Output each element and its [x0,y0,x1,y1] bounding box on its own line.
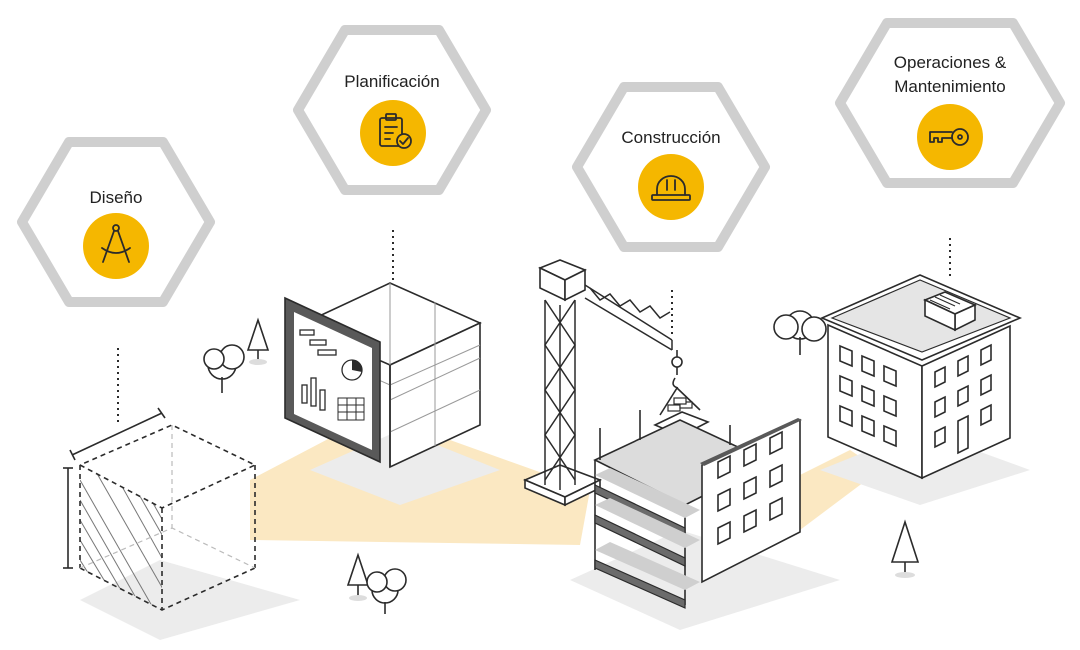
hexagon-badge-planning: Planificación [293,25,491,195]
compass-icon [101,224,131,263]
trees [203,310,920,614]
icon-circle [638,154,704,220]
hexagon-badge-design: Diseño [17,137,215,307]
round-tree [773,310,827,355]
operations-building [819,238,1023,480]
pine-tree [246,317,270,365]
stage-label-operations: Operaciones & [894,53,1007,72]
hexagon-badge-construction: Construcción [572,82,770,252]
key-icon [929,128,969,146]
stage-label-construction: Construcción [621,128,720,147]
pine-tree [890,519,920,578]
hard-hat-icon [651,175,691,201]
clipboard-check-icon [379,113,412,149]
round-tree [366,568,407,614]
icon-circle [83,213,149,279]
hexagon-badge-operations: Operaciones & Mantenimiento [835,18,1065,188]
pine-tree [346,552,370,601]
stage-label-operations-line2: Mantenimiento [894,77,1006,96]
planning-glass-cube [284,230,482,469]
stage-label-design: Diseño [90,188,143,207]
round-tree [203,344,245,393]
construction-site [522,259,802,609]
stage-label-planning: Planificación [344,72,439,91]
icon-circle [917,104,983,170]
